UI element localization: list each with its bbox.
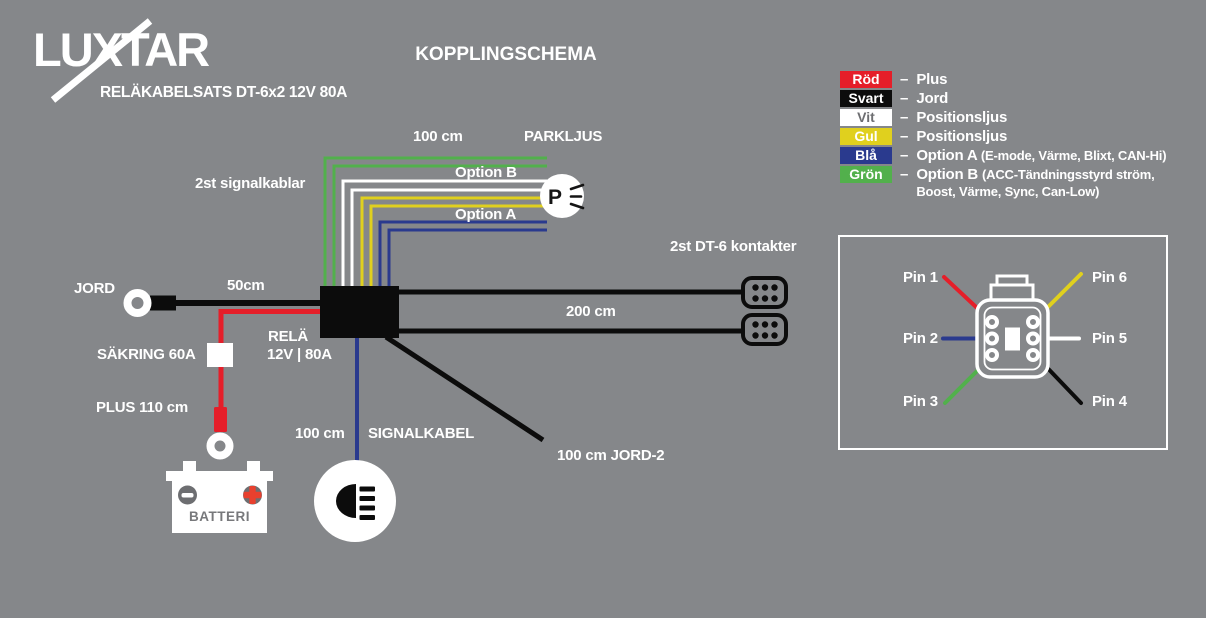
legend-desc-bla-main: Option A	[916, 147, 977, 164]
legend-row-gron: Grön – Option B (ACC-Tändningsstyrd strö…	[840, 166, 1166, 200]
signal-wire-bundle	[323, 156, 547, 286]
wire-yellow-2	[369, 204, 547, 286]
label-main-length: 200 cm	[566, 303, 616, 320]
legend-swatch-vit: Vit	[840, 109, 892, 126]
page-title: KOPPLINGSCHEMA	[415, 44, 597, 65]
headlight-lens	[336, 484, 356, 518]
connector-key-slot	[1005, 327, 1020, 351]
legend-desc-gron-detail2: Boost, Värme, Sync, Can-Low)	[916, 184, 1100, 199]
legend-dash: –	[900, 128, 909, 145]
battery-terminal-left	[183, 461, 196, 472]
legend-dash: –	[900, 71, 909, 88]
ground-wire-left	[123, 289, 322, 317]
jord-ring-terminal-icon	[123, 289, 152, 317]
logo-slash-icon	[50, 18, 153, 103]
label-pin3: Pin 3	[903, 393, 938, 410]
wire-white-2	[350, 188, 547, 286]
label-fuse: SÄKRING 60A	[97, 346, 196, 363]
legend-dash: –	[900, 90, 909, 107]
label-jord-length: 50cm	[227, 277, 265, 294]
headlight-beams	[359, 486, 375, 520]
label-option-a: Option A	[455, 206, 517, 223]
connector-body-inner	[983, 306, 1042, 371]
label-pin1: Pin 1	[903, 269, 938, 286]
wire-green-1	[323, 156, 547, 286]
parkljus-icon-rays	[569, 183, 585, 210]
fuse-icon	[207, 343, 233, 367]
legend-desc-gron-detail: (ACC-Tändningsstyrd ström,	[982, 167, 1155, 182]
label-option-b: Option B	[455, 164, 517, 181]
wire-blue-2	[387, 228, 547, 286]
legend-desc-gron-main: Option B	[916, 166, 979, 183]
legend-row-vit: Vit – Positionsljus	[840, 109, 1166, 126]
legend-swatch-svart: Svart	[840, 90, 892, 107]
label-pin6: Pin 6	[1092, 269, 1127, 286]
legend-row-svart: Svart – Jord	[840, 90, 1166, 107]
legend-row-bla: Blå – Option A (E-mode, Värme, Blixt, CA…	[840, 147, 1167, 164]
label-pin5: Pin 5	[1092, 330, 1127, 347]
label-parkljus: PARKLJUS	[524, 128, 603, 145]
battery-terminal-right	[247, 461, 260, 472]
legend-desc-gron: Option B (ACC-Tändningsstyrd ström, Boos…	[916, 166, 1154, 200]
label-signalkabel: SIGNALKABEL	[368, 425, 475, 442]
legend-dash: –	[900, 166, 909, 183]
legend-desc-vit: Positionsljus	[916, 109, 1008, 126]
pin-connector-drawing	[975, 274, 1050, 379]
battery-icon	[166, 461, 273, 533]
label-plus-length: PLUS 110 cm	[96, 399, 189, 416]
legend-swatch-gron: Grön	[840, 166, 892, 183]
dt6-connector-2	[741, 313, 788, 346]
parkljus-icon-circle	[540, 174, 584, 218]
dt6-connector-1	[741, 276, 788, 309]
parkljus-icon: P	[540, 174, 585, 218]
label-signal-length: 100 cm	[295, 425, 345, 442]
battery-top-bar	[166, 471, 273, 481]
legend-dash: –	[900, 109, 909, 126]
plus-connector-icon	[214, 407, 227, 432]
label-pin4: Pin 4	[1092, 393, 1127, 410]
legend-row-rod: Röd – Plus	[840, 71, 1166, 88]
relay-box	[320, 286, 399, 338]
label-jord2: 100 cm JORD-2	[557, 447, 665, 464]
wire-green-2	[332, 164, 547, 286]
legend-desc-gul: Positionsljus	[916, 128, 1008, 145]
label-relay-name: RELÄ	[268, 328, 309, 345]
battery-minus-bar	[181, 493, 194, 498]
logo-brand: LUXTAR	[33, 23, 210, 76]
label-jord: JORD	[74, 280, 115, 297]
legend-dash: –	[900, 147, 909, 164]
wire-yellow-1	[360, 196, 547, 286]
headlight-icon	[314, 460, 396, 542]
color-legend: Röd – Plus Svart – Jord Vit – Positionsl…	[840, 71, 1167, 202]
legend-swatch-rod: Röd	[840, 71, 892, 88]
jord2-wire	[384, 334, 545, 443]
legend-desc-bla: Option A (E-mode, Värme, Blixt, CAN-Hi)	[916, 147, 1166, 164]
label-dt6-connectors: 2st DT-6 kontakter	[670, 238, 797, 255]
label-top-length: 100 cm	[413, 128, 463, 145]
connector-holes	[985, 315, 1040, 362]
wire-blue-1	[378, 220, 547, 286]
label-relay-spec: 12V | 80A	[267, 346, 332, 363]
legend-desc-bla-detail: (E-mode, Värme, Blixt, CAN-Hi)	[980, 148, 1167, 163]
logo-subtitle: RELÄKABELSATS DT-6x2 12V 80A	[100, 84, 348, 101]
legend-desc-svart: Jord	[916, 90, 949, 107]
pin-diagram-box	[838, 235, 1168, 450]
legend-desc-rod: Plus	[916, 71, 948, 88]
battery-ring-terminal-icon	[206, 432, 234, 460]
battery-plus-icon	[243, 486, 262, 504]
label-pin2: Pin 2	[903, 330, 938, 347]
label-signal-cables: 2st signalkablar	[195, 175, 306, 192]
jord-terminal-stub	[150, 295, 176, 311]
legend-swatch-bla: Blå	[840, 147, 892, 164]
wire-white-1	[341, 179, 547, 286]
legend-swatch-gul: Gul	[840, 128, 892, 145]
label-battery: BATTERI	[189, 509, 250, 524]
parkljus-icon-letter: P	[548, 186, 562, 209]
plus-wire-path	[218, 309, 320, 410]
legend-row-gul: Gul – Positionsljus	[840, 128, 1166, 145]
plus-wire	[206, 309, 320, 460]
